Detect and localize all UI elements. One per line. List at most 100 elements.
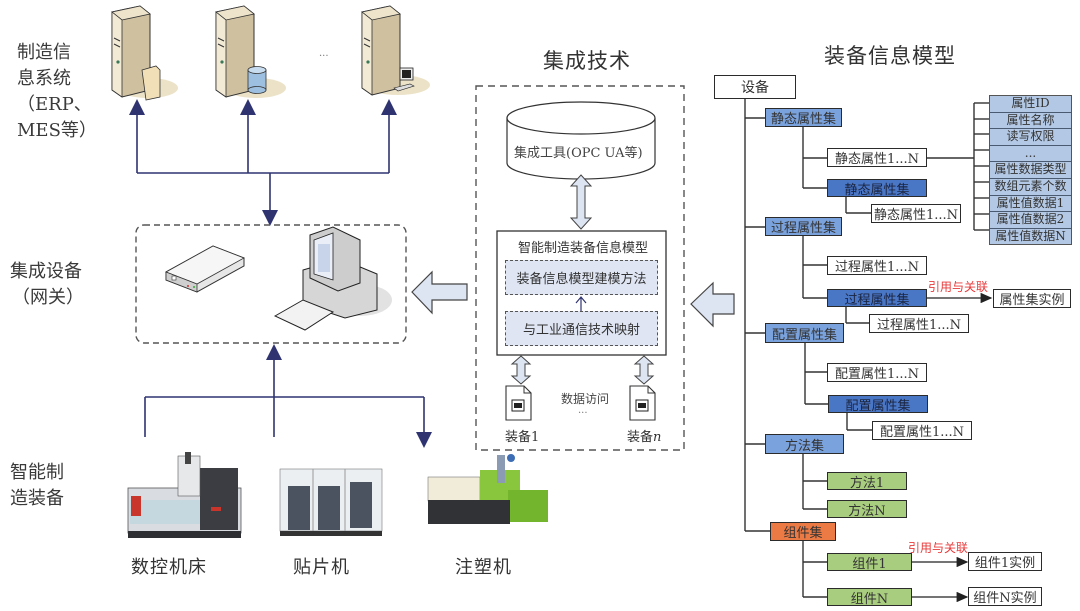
component1-node: 组件1 (827, 553, 912, 572)
root-device-node: 设备 (714, 75, 796, 99)
double-arrow-tool-model (569, 174, 593, 230)
static-set-nested-node: 静态属性集 (827, 179, 927, 198)
reference-label-2: 引用与关联 (908, 541, 969, 555)
static-set-nested-label: 静态属性集 (844, 182, 910, 198)
double-arrow-device1 (510, 355, 532, 385)
gateway-label-line: （网关） (12, 287, 84, 308)
model-tree-lines (744, 97, 989, 598)
config-set-nested-node: 配置属性集 (828, 395, 928, 414)
gateway-label-line: 集成设备 (10, 261, 82, 282)
attribute-field: 数组元素个数 (990, 179, 1071, 196)
integration-tool-cylinder (506, 101, 656, 180)
devicen-document-icon (629, 385, 656, 421)
componentN-instance-label: 组件N实例 (973, 591, 1037, 606)
integration-box (475, 85, 685, 451)
component-set-label: 组件集 (783, 526, 823, 541)
reference-label-1: 引用与关联 (928, 280, 989, 294)
equipment-bus (144, 344, 432, 448)
server-icon-1 (111, 5, 178, 101)
static-attr-node: 静态属性1...N (827, 148, 927, 167)
devicen-suffix: n (653, 430, 662, 445)
mis-label-line: （ERP、 (17, 94, 92, 115)
process-set-nested-label: 过程属性集 (844, 292, 910, 308)
process-set-label: 过程属性集 (770, 221, 836, 236)
folder-icon (141, 65, 161, 101)
config-attr-label: 配置属性1...N (834, 367, 920, 382)
static-set-label: 静态属性集 (770, 112, 836, 127)
methodN-label: 方法N (848, 503, 886, 519)
equipment-label-line: 造装备 (10, 488, 64, 509)
arrow-model-to-integration (690, 281, 735, 328)
process-attr-nested-label: 过程属性1...N (876, 318, 962, 333)
equipment-label: 智能制 造装备 (10, 460, 64, 512)
method1-node: 方法1 (827, 472, 907, 491)
modeling-method-box: 装备信息模型建模方法 (505, 260, 658, 295)
config-set-node: 配置属性集 (765, 323, 844, 343)
device1-label: 装备1 (505, 430, 540, 445)
process-set-node: 过程属性集 (765, 217, 842, 236)
mis-label: 制造信 息系统 （ERP、 MES等） (17, 40, 97, 144)
attribute-fields-column: 属性ID 属性名称 读写权限 ... 属性数据类型 数组元素个数 属性值数据1 … (989, 95, 1072, 246)
mis-label-line: MES等） (17, 120, 97, 141)
machine-label-smt: 贴片机 (293, 557, 350, 578)
process-set-nested-node: 过程属性集 (827, 289, 927, 308)
data-access-ellipsis: ... (578, 405, 588, 416)
component1-instance-label: 组件1实例 (974, 556, 1036, 571)
mis-label-line: 息系统 (17, 68, 71, 89)
config-attr-nested-node: 配置属性1...N (872, 421, 972, 440)
mis-label-line: 制造信 (17, 42, 71, 63)
computer-icon (393, 67, 415, 92)
static-attr-nested-node: 静态属性1...N (871, 204, 961, 223)
equipment-label-line: 智能制 (10, 462, 64, 483)
root-device-label: 设备 (741, 80, 769, 96)
gateway-label: 集成设备 （网关） (10, 259, 84, 311)
attr-set-instance-node: 属性集实例 (993, 289, 1071, 308)
methodN-node: 方法N (827, 500, 907, 519)
method-set-label: 方法集 (784, 438, 824, 454)
attribute-field: 属性名称 (990, 113, 1071, 130)
device1-document-icon (505, 385, 532, 421)
data-access-label: 数据访问 (561, 392, 610, 406)
double-arrow-devicen (633, 355, 655, 385)
component-set-node: 组件集 (770, 522, 836, 541)
model-box-title: 智能制造装备信息模型 (518, 241, 649, 256)
method-set-node: 方法集 (765, 434, 844, 454)
model-title: 装备信息模型 (824, 44, 956, 68)
server-icon-2 (215, 5, 286, 98)
attribute-field: 读写权限 (990, 129, 1071, 146)
desktop-computer-icon (273, 226, 392, 331)
componentN-node: 组件N (827, 588, 912, 607)
smt-placement-machine-icon (279, 468, 383, 536)
database-icon (247, 66, 267, 94)
server-bus (129, 99, 397, 226)
attribute-field: 属性数据类型 (990, 162, 1071, 179)
static-set-node: 静态属性集 (765, 108, 842, 127)
router-icon (165, 245, 245, 293)
attribute-field: 属性ID (990, 96, 1071, 113)
attribute-field: 属性值数据N (995, 228, 1066, 243)
component1-instance-node: 组件1实例 (968, 552, 1042, 571)
server-icon-3 (361, 5, 430, 96)
static-attr-label: 静态属性1...N (834, 152, 920, 167)
machine-label-injection: 注塑机 (455, 557, 512, 578)
componentN-instance-node: 组件N实例 (968, 587, 1042, 606)
mapping-to-method-arrow (575, 296, 587, 311)
attribute-field: 属性值数据1 (990, 196, 1071, 213)
servers-ellipsis: ... (319, 48, 329, 59)
config-set-nested-label: 配置属性集 (845, 398, 911, 414)
attribute-field: ... (990, 146, 1071, 163)
reference-arrows (912, 292, 993, 603)
arrow-integration-to-gateway (411, 270, 468, 315)
method1-label: 方法1 (849, 475, 885, 491)
modeling-method-label: 装备信息模型建模方法 (516, 272, 647, 287)
config-set-label: 配置属性集 (771, 327, 837, 343)
process-attr-label: 过程属性1...N (834, 260, 920, 275)
integration-title: 集成技术 (543, 49, 631, 73)
devicen-prefix: 装备 (627, 430, 654, 445)
cnc-machine-icon (127, 452, 242, 538)
devicen-label: 装备n (627, 426, 661, 445)
config-attr-node: 配置属性1...N (827, 363, 927, 382)
machine-label-cnc: 数控机床 (131, 557, 207, 578)
process-attr-node: 过程属性1...N (827, 256, 927, 275)
attr-set-instance-label: 属性集实例 (999, 293, 1065, 308)
